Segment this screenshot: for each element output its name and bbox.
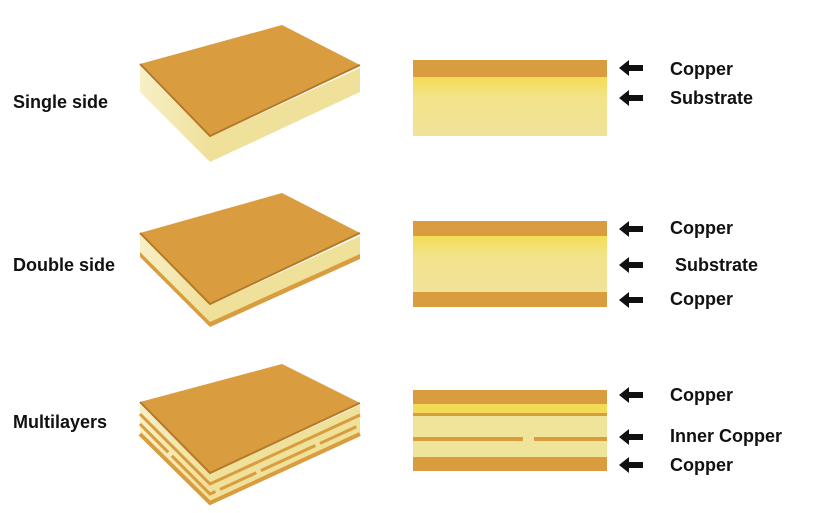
cross-section-multilayers bbox=[413, 390, 607, 471]
board-3d-single-side bbox=[139, 25, 361, 162]
layer-label-substrate: Substrate bbox=[670, 88, 754, 108]
layer-inner-copper-right bbox=[534, 437, 607, 441]
layer-copper-top bbox=[413, 390, 607, 404]
arrow-left-icon bbox=[619, 221, 643, 237]
layer-substrate bbox=[413, 77, 607, 136]
board-substrate-left-face bbox=[140, 235, 210, 322]
layer-copper-bottom bbox=[413, 292, 607, 307]
board-substrate-front-face bbox=[210, 68, 360, 162]
layer-inner-copper-a bbox=[413, 413, 607, 416]
layer-label-copper: Copper bbox=[670, 289, 733, 309]
layer-label-copper: Copper bbox=[670, 385, 733, 405]
board-3d-multilayers bbox=[138, 364, 361, 506]
layer-label-inner-copper: Inner Copper bbox=[670, 426, 783, 446]
board-copper-top bbox=[140, 364, 360, 473]
arrow-left-icon bbox=[619, 387, 643, 403]
board-substrate-front-face bbox=[210, 236, 360, 322]
layer-label-copper: Copper bbox=[670, 455, 733, 475]
layer-label-copper: Copper bbox=[670, 218, 733, 238]
cross-section-single-side bbox=[413, 60, 607, 136]
board-substrate-left-face bbox=[140, 67, 210, 162]
layer-inner-copper-left bbox=[413, 437, 523, 441]
row-label-double-side: Double side bbox=[13, 255, 116, 275]
board-bottom-copper bbox=[138, 432, 361, 506]
board-copper-top bbox=[140, 25, 360, 136]
arrow-left-icon bbox=[619, 457, 643, 473]
layer-copper-bottom bbox=[413, 457, 607, 471]
arrow-left-icon bbox=[619, 429, 643, 445]
arrows bbox=[619, 60, 643, 473]
board-inner-copper-2 bbox=[138, 422, 361, 496]
row-label-single-side: Single side bbox=[13, 92, 109, 112]
arrow-left-icon bbox=[619, 60, 643, 76]
arrow-left-icon bbox=[619, 257, 643, 273]
board-substrate-front-face bbox=[210, 405, 360, 505]
arrow-left-icon bbox=[619, 292, 643, 308]
board-substrate-left-face bbox=[140, 404, 210, 505]
board-copper-top bbox=[140, 193, 360, 304]
layer-copper-top bbox=[413, 221, 607, 236]
layer-copper bbox=[413, 60, 607, 77]
board-3d-double-side bbox=[139, 193, 361, 327]
cross-section-double-side bbox=[413, 221, 607, 307]
board-inner-copper-1 bbox=[138, 412, 361, 486]
layer-substrate bbox=[413, 236, 607, 292]
layer-label-copper: Copper bbox=[670, 59, 733, 79]
arrow-left-icon bbox=[619, 90, 643, 106]
row-label-multilayers: Multilayers bbox=[13, 412, 108, 432]
layer-label-substrate: Substrate bbox=[675, 255, 759, 275]
